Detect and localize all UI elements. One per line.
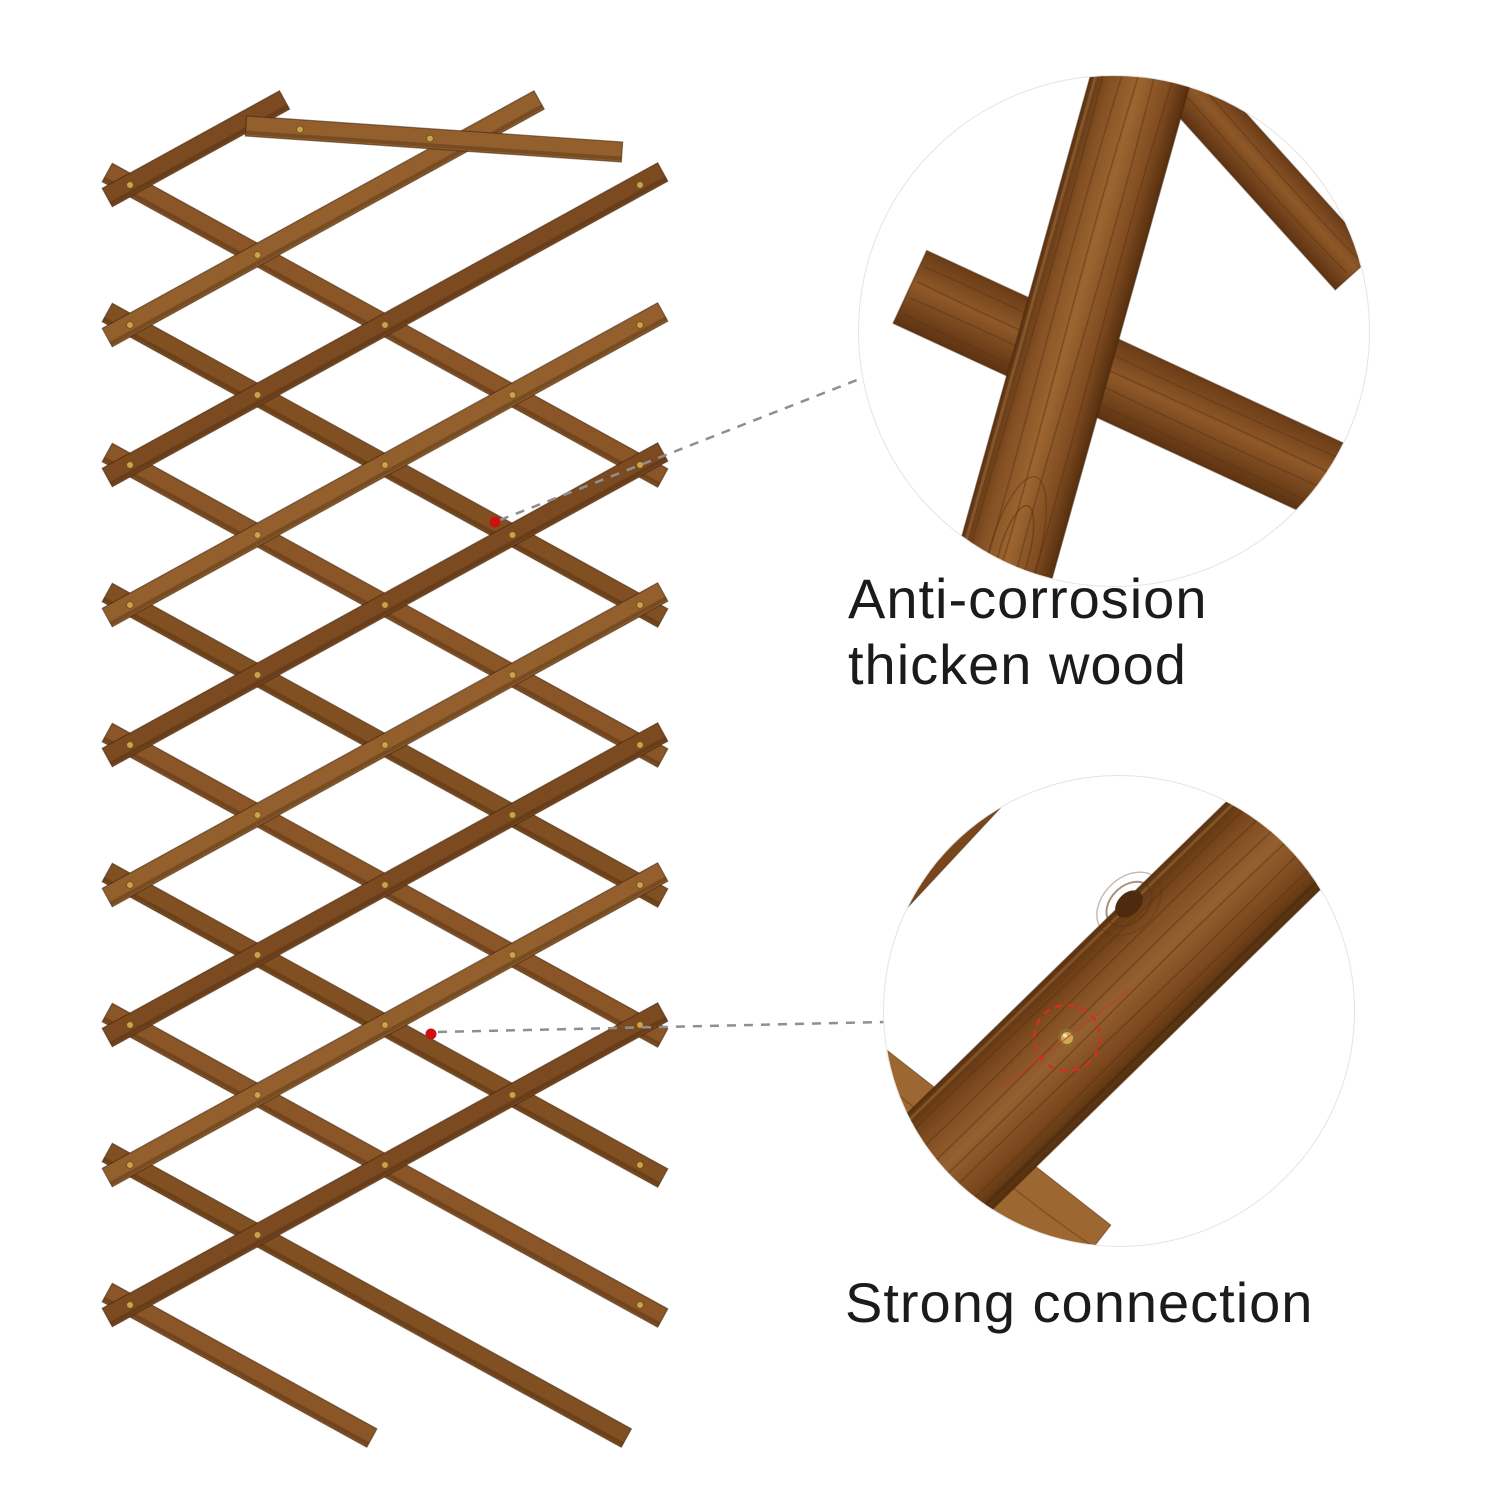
leader-line-anti-corrosion <box>499 378 858 522</box>
wood-slat-wide <box>943 76 1199 586</box>
caption-line: thicken wood <box>848 633 1187 696</box>
feature-marker-dot <box>489 516 501 528</box>
caption-line: Anti-corrosion <box>848 567 1208 630</box>
detail-circle-anti-corrosion <box>858 75 1370 587</box>
detail-circle-strong-connection <box>883 775 1355 1247</box>
wood-closeup-photo <box>892 76 1369 586</box>
red-dashed-annotation <box>1003 988 1132 1087</box>
leader-line-strong-connection <box>437 1020 885 1034</box>
trellis-product-photo <box>101 89 669 1449</box>
wood-knot <box>1096 871 1162 937</box>
feature-marker-dot <box>425 1028 437 1040</box>
caption-anti-corrosion: Anti-corrosion thicken wood <box>848 566 1207 698</box>
caption-line: Strong connection <box>845 1271 1314 1334</box>
caption-strong-connection: Strong connection <box>845 1270 1313 1336</box>
wood-slat-narrow <box>1133 76 1369 291</box>
connection-closeup-photo <box>884 776 1354 1246</box>
